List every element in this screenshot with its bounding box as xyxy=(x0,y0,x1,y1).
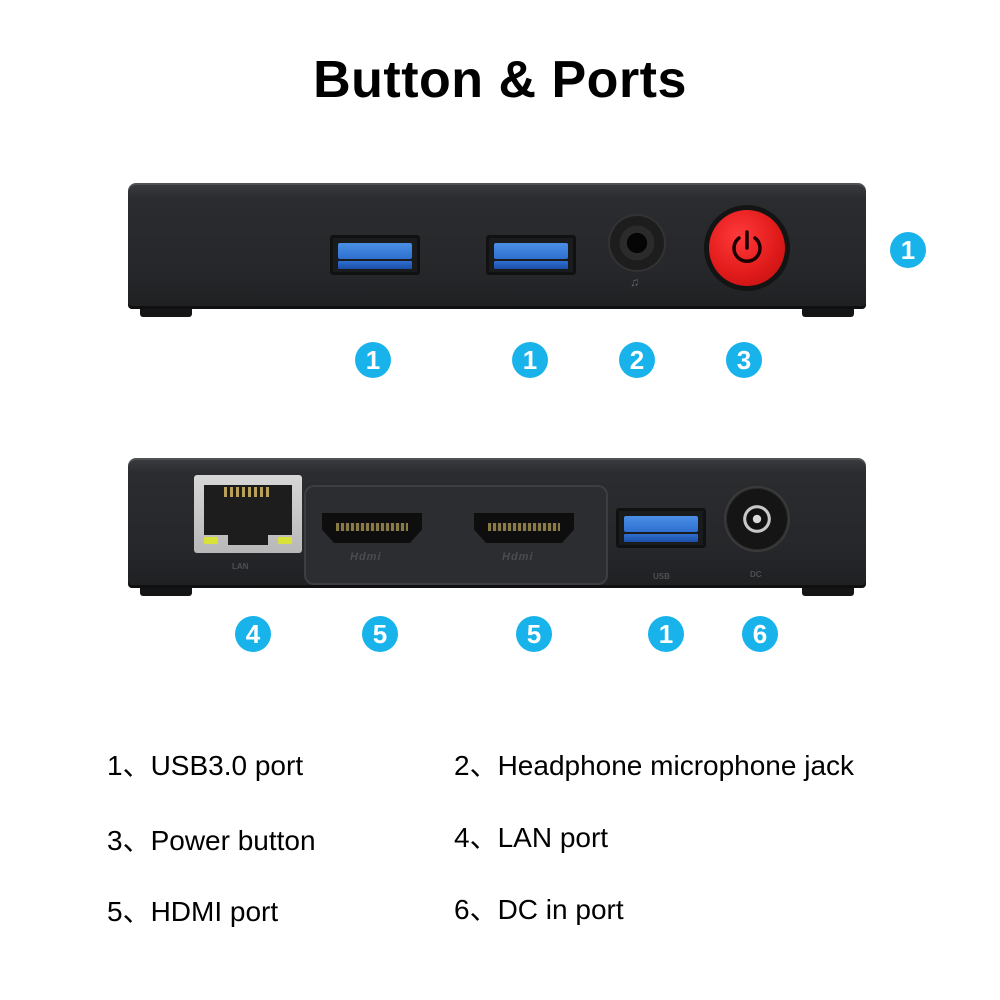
usb-tongue xyxy=(338,243,412,259)
lan-port-label: LAN xyxy=(232,562,249,571)
legend-power-button: 3、Power button xyxy=(107,825,316,856)
legend-lan-port: 4、LAN port xyxy=(454,822,609,853)
badge-hdmi-port-1: 5 xyxy=(362,616,398,652)
hdmi-panel: Hdmi Hdmi xyxy=(304,485,608,585)
badge-power-button: 3 xyxy=(726,342,762,378)
page-title: Button & Ports xyxy=(313,51,687,109)
legend-hdmi-port: 5、HDMI port xyxy=(107,896,279,927)
badge-back-usb: 1 xyxy=(648,616,684,652)
lan-led xyxy=(278,537,292,544)
headphone-jack xyxy=(610,216,664,270)
device-foot xyxy=(140,309,192,317)
hdmi-port-pins xyxy=(336,523,408,531)
device-front-view: ♫ xyxy=(128,183,866,317)
usb-tongue-lower xyxy=(494,261,568,269)
back-usb-port xyxy=(616,508,706,548)
power-icon xyxy=(732,230,762,263)
usb-port-label: USB xyxy=(653,572,670,581)
device-back-view: LAN Hdmi Hdmi USB DC xyxy=(128,458,866,596)
badge-front-usb-1: 1 xyxy=(355,342,391,378)
dc-in-port xyxy=(726,488,788,550)
dc-port-label: DC xyxy=(750,570,762,579)
hdmi-port-label: Hdmi xyxy=(350,551,382,563)
lan-port-notch xyxy=(228,535,268,545)
usb-tongue xyxy=(494,243,568,259)
badge-front-usb-2: 1 xyxy=(512,342,548,378)
device-foot xyxy=(802,309,854,317)
hdmi-port-2 xyxy=(474,513,574,543)
legend-dc-port: 6、DC in port xyxy=(454,894,624,925)
badge-lan-port: 4 xyxy=(235,616,271,652)
badge-headphone-jack: 2 xyxy=(619,342,655,378)
badge-dc-port: 6 xyxy=(742,616,778,652)
usb-tongue-lower xyxy=(338,261,412,269)
front-usb-port-1 xyxy=(330,235,420,275)
badge-hdmi-port-2: 5 xyxy=(516,616,552,652)
legend-usb-port: 1、USB3.0 port xyxy=(107,750,304,781)
device-foot xyxy=(140,588,192,596)
device-foot xyxy=(802,588,854,596)
hdmi-port-1 xyxy=(322,513,422,543)
front-usb-port-2 xyxy=(486,235,576,275)
headphone-icon: ♫ xyxy=(630,275,639,289)
usb-tongue-lower xyxy=(624,534,698,542)
lan-port xyxy=(194,475,302,553)
badge-side-usb: 1 xyxy=(890,232,926,268)
hdmi-port-pins xyxy=(488,523,560,531)
usb-tongue xyxy=(624,516,698,532)
power-button xyxy=(704,205,790,291)
lan-port-pins xyxy=(224,487,272,497)
legend-headphone-jack: 2、Headphone microphone jack xyxy=(454,750,855,781)
hdmi-port-label: Hdmi xyxy=(502,551,534,563)
lan-led xyxy=(204,537,218,544)
